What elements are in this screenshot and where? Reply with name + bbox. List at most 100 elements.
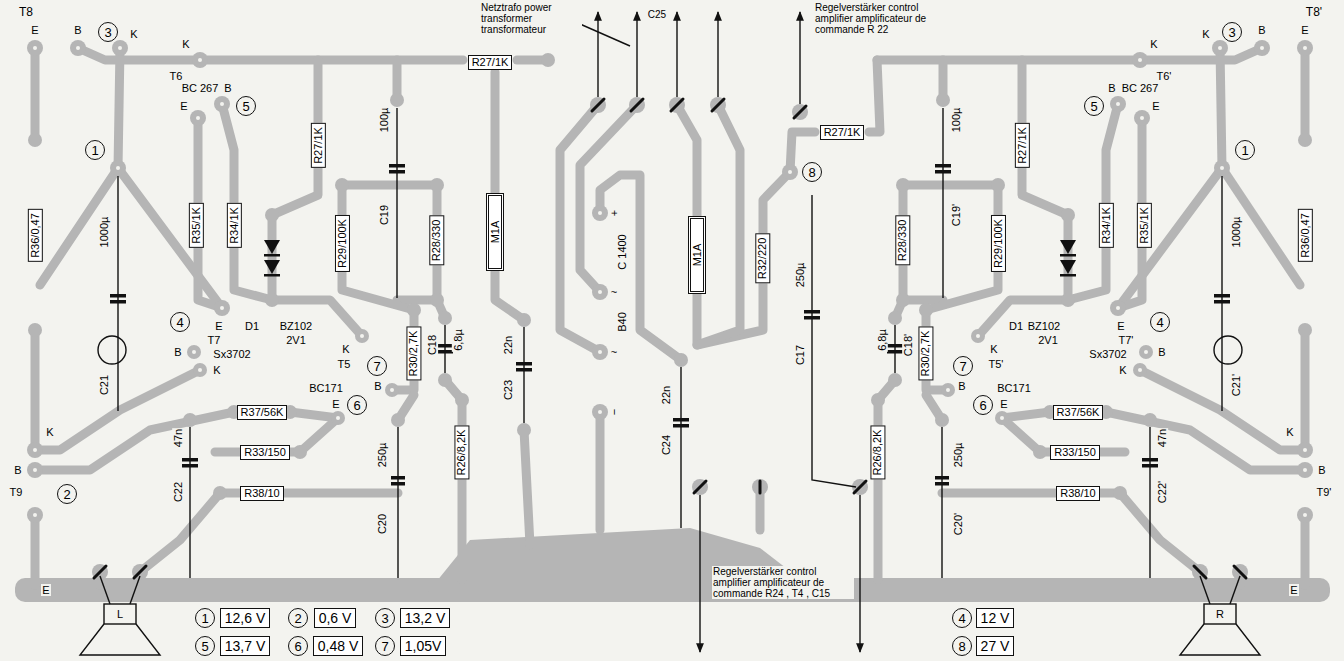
node-text: 4 — [958, 612, 965, 625]
solder-pad — [592, 205, 608, 221]
callout-number: 6 — [347, 395, 367, 415]
node-text: 1 — [1241, 144, 1248, 157]
node-text: 12,6 V — [225, 610, 265, 626]
pad-hole — [598, 170, 792, 414]
resistor-box: R30/2,7K — [919, 326, 934, 380]
resistor-box: R29/100K — [991, 215, 1006, 272]
callout-number: 3 — [98, 22, 118, 42]
callout-number: 8 — [952, 636, 972, 656]
node-text: 0,6 V — [319, 610, 352, 626]
callout-number: 4 — [952, 608, 972, 628]
connection-arrow — [597, 12, 598, 97]
part-label: 2V1 — [1037, 334, 1059, 346]
connection-arrow — [676, 12, 677, 97]
leader-line — [580, 24, 630, 46]
node-text: R29/100K — [992, 219, 1004, 268]
part-label: E — [1289, 584, 1298, 596]
left-channel — [27, 40, 469, 655]
node-text: R36/0,47 — [1299, 213, 1311, 258]
solder-pad — [710, 97, 726, 113]
copper-trace — [524, 430, 530, 545]
terminal-mark — [631, 99, 643, 111]
terminal-mark — [794, 106, 806, 118]
node-text: 0,48 V — [318, 638, 358, 654]
node-text: R26/8,2K — [872, 429, 884, 475]
node-text: 27 V — [981, 638, 1010, 654]
part-label: B — [73, 24, 82, 36]
callout-number: 1 — [85, 140, 105, 160]
part-label: Sx3702 — [212, 348, 251, 360]
capacitor-symbol — [523, 327, 524, 423]
connection-arrow — [636, 12, 637, 97]
solder-pad — [590, 97, 606, 113]
callout-number: 5 — [195, 636, 215, 656]
node-text: R30/2,7K — [408, 330, 420, 376]
part-label: C21 — [98, 374, 110, 396]
node-text: R27/1K — [472, 56, 509, 68]
callout-number: 5 — [1084, 96, 1104, 116]
part-label: 1000µ — [1230, 216, 1242, 249]
part-label: 22n — [502, 335, 514, 355]
part-label: E — [1151, 100, 1160, 112]
part-label: T5 — [337, 358, 352, 370]
part-label: ~ — [610, 346, 618, 358]
part-label: 100µ — [950, 107, 962, 134]
part-label: L — [116, 608, 124, 620]
node-text: R26/8,2K — [456, 429, 468, 475]
capacitor-symbol — [516, 195, 856, 528]
callout-number: 8 — [802, 162, 822, 182]
part-label: B — [1157, 346, 1166, 358]
part-label: 250µ — [376, 442, 388, 469]
node-text: R37/56K — [1057, 406, 1100, 418]
node-text: R37/56K — [241, 406, 284, 418]
part-label: 2V1 — [285, 334, 307, 346]
node-text: 2 — [294, 612, 301, 625]
node-text: 5 — [201, 640, 208, 653]
node-text: R30/2,7K — [920, 330, 932, 376]
part-label: B40 — [616, 311, 628, 333]
resistor-box: R33/150 — [1050, 445, 1100, 460]
callout-number: 1 — [1235, 140, 1255, 160]
solder-pad — [517, 53, 868, 495]
resistor-box: R35/1K — [1136, 203, 1151, 248]
solder-pad — [541, 53, 555, 67]
pad-hole — [598, 211, 602, 215]
node-text: R29/100K — [336, 219, 348, 268]
part-label: C19 — [378, 204, 390, 226]
capacitor-symbol — [680, 367, 681, 528]
node-text: 5 — [1090, 100, 1097, 113]
solder-pad — [592, 404, 608, 420]
solder-pad — [782, 164, 798, 180]
capacitor-symbol — [673, 424, 689, 428]
part-label: K — [181, 38, 190, 50]
node-text: 7 — [381, 640, 388, 653]
pad-hole — [598, 350, 602, 354]
part-label: 6,8µ — [452, 328, 464, 352]
node-text: R36/0,47 — [29, 213, 41, 258]
capacitor-symbol — [516, 368, 532, 372]
part-label: D1 — [244, 320, 260, 332]
node-text: R28/330 — [431, 219, 443, 261]
ground-plane — [15, 528, 1330, 602]
voltage-box: 12,6 V — [220, 608, 270, 628]
part-label: K — [1201, 28, 1210, 40]
resistor-box: R34/1K — [226, 203, 241, 248]
part-label: C17 — [794, 344, 806, 366]
node-text: 3 — [1228, 26, 1235, 39]
part-label: 22n — [660, 385, 672, 405]
node-text: R28/330 — [897, 219, 909, 261]
copper-trace — [580, 105, 637, 292]
resistor-box: R36/0,47 — [28, 209, 43, 262]
voltage-box: 0,48 V — [313, 636, 363, 656]
callout-number: 4 — [170, 312, 190, 332]
node-text: 6 — [979, 399, 986, 412]
part-label: C22 — [172, 481, 184, 503]
part-label: E — [179, 100, 188, 112]
pad-hole — [598, 290, 602, 294]
node-text: 4 — [1156, 316, 1163, 329]
part-label: E — [331, 398, 340, 410]
terminal-mark — [671, 99, 683, 111]
node-text: 6 — [294, 640, 301, 653]
part-label: R — [1215, 608, 1225, 620]
node-text: R32/220 — [757, 237, 769, 279]
